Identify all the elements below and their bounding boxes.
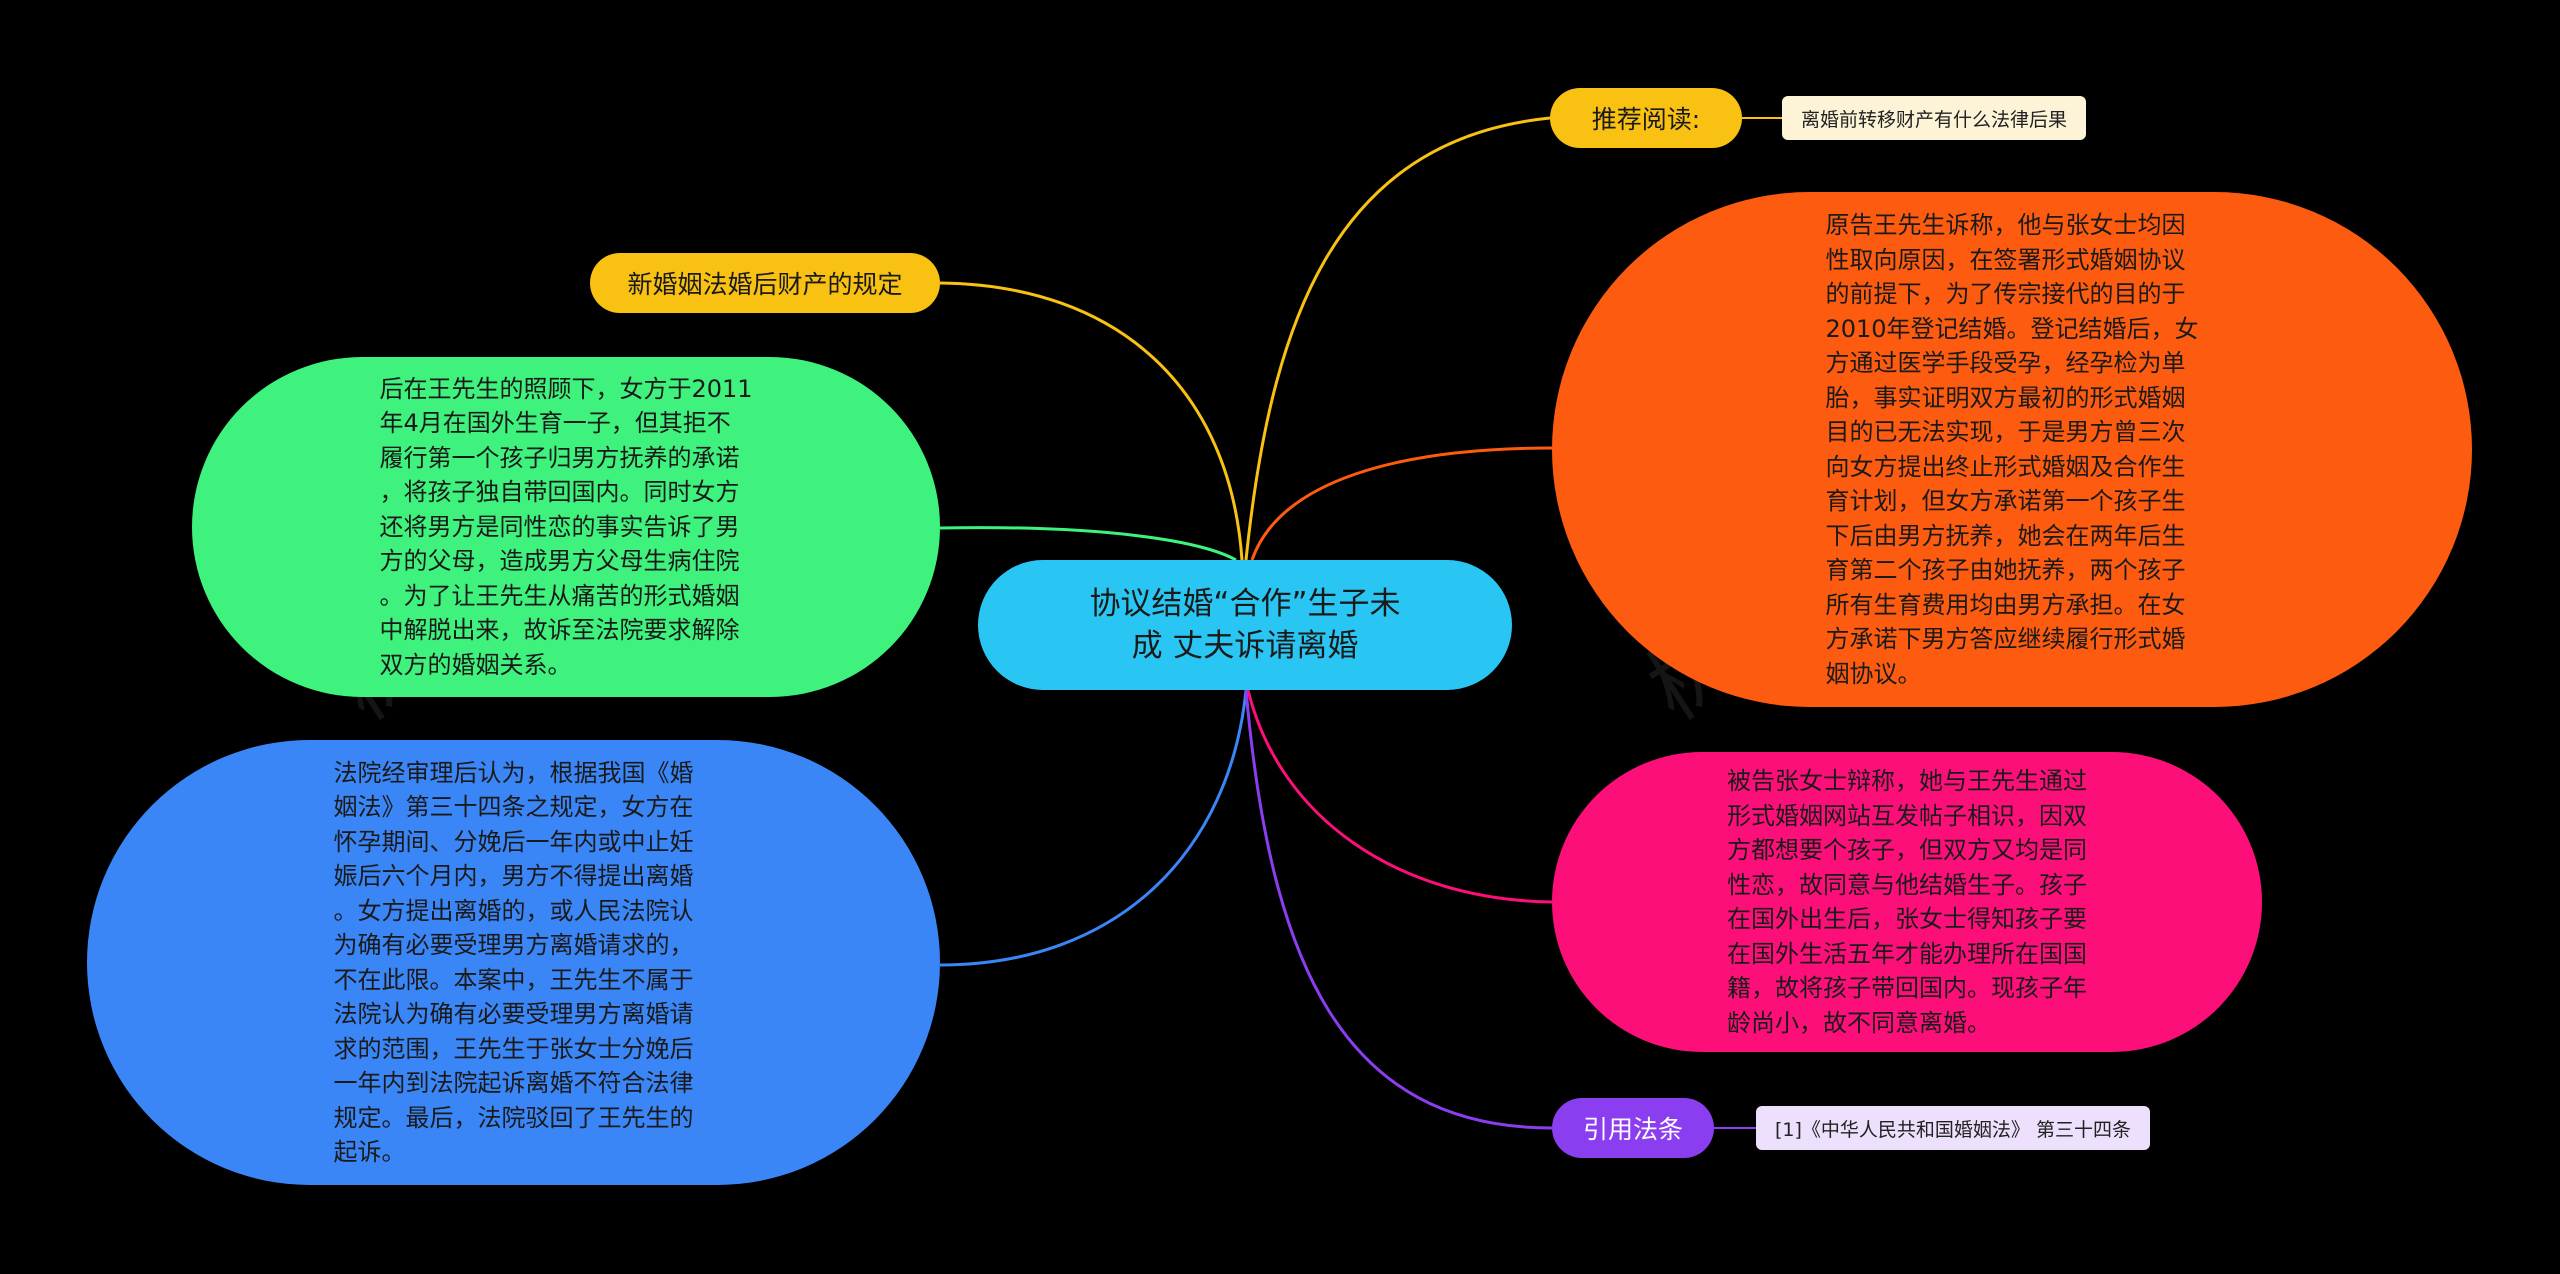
link-recommend xyxy=(1244,116,1551,561)
link-new-marriage xyxy=(939,281,1244,561)
cited-law-node[interactable]: 引用法条 xyxy=(1552,1098,1714,1158)
recommend-reading-node[interactable]: 推荐阅读: xyxy=(1550,88,1742,148)
link-orange xyxy=(1250,446,1553,561)
central-topic-text: 协议结婚“合作”生子未 成 丈夫诉请离婚 xyxy=(1089,586,1401,664)
bubble-text: 被告张女士辩称，她与王先生通过 形式婚姻网站互发帖子相识，因双 方都想要个孩子，… xyxy=(1727,767,2087,1037)
recommend-article-link[interactable]: 离婚前转移财产有什么法律后果 xyxy=(1782,96,2086,140)
defendant-response-bubble[interactable]: 被告张女士辩称，她与王先生通过 形式婚姻网站互发帖子相识，因双 方都想要个孩子，… xyxy=(1552,752,2262,1052)
cited-law-article-link[interactable]: [1]《中华人民共和国婚姻法》 第三十四条 xyxy=(1756,1106,2150,1150)
central-topic[interactable]: 协议结婚“合作”生子未 成 丈夫诉请离婚 xyxy=(978,560,1512,690)
link-cite xyxy=(1244,689,1553,1130)
bubble-text: 后在王先生的照顾下，女方于2011 年4月在国外生育一子，但其拒不 履行第一个孩… xyxy=(379,374,753,679)
link-green xyxy=(939,526,1237,562)
defendant-conduct-bubble[interactable]: 后在王先生的照顾下，女方于2011 年4月在国外生育一子，但其拒不 履行第一个孩… xyxy=(192,357,940,697)
link-pink xyxy=(1246,689,1553,904)
plaintiff-claim-bubble[interactable]: 原告王先生诉称，他与张女士均因 性取向原因，在签署形式婚姻协议 的前提下，为了传… xyxy=(1552,192,2472,707)
link-blue xyxy=(939,689,1248,967)
bubble-text: 法院经审理后认为，根据我国《婚 姻法》第三十四条之规定，女方在 怀孕期间、分娩后… xyxy=(333,758,694,1167)
court-ruling-bubble[interactable]: 法院经审理后认为，根据我国《婚 姻法》第三十四条之规定，女方在 怀孕期间、分娩后… xyxy=(87,740,940,1185)
bubble-text: 原告王先生诉称，他与张女士均因 性取向原因，在签署形式婚姻协议 的前提下，为了传… xyxy=(1825,211,2199,688)
new-marriage-law-node[interactable]: 新婚姻法婚后财产的规定 xyxy=(590,253,940,313)
